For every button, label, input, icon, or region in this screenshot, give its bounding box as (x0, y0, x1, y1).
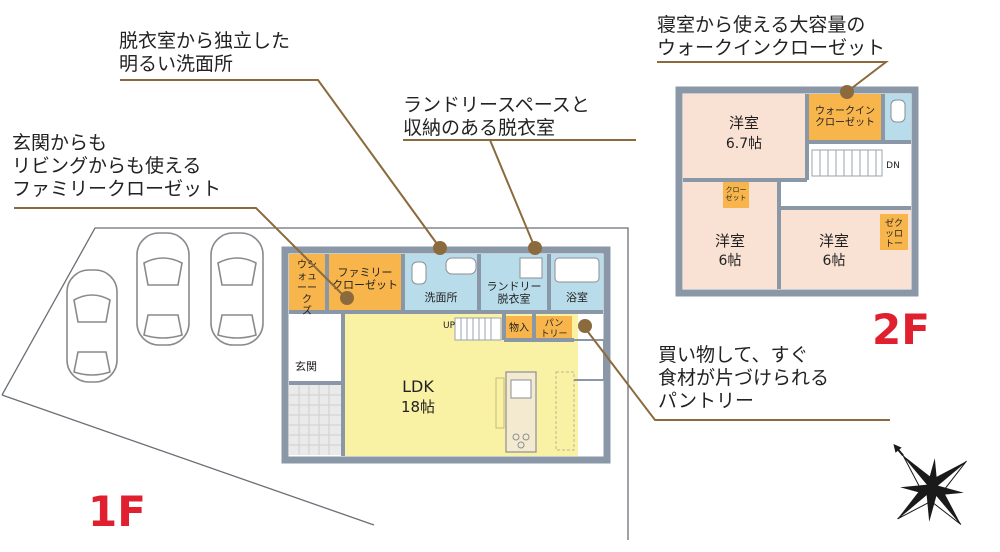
closet-side (880, 214, 908, 250)
room-a (683, 94, 805, 178)
label-room-c-size: 6帖 (823, 253, 846, 269)
label-room-a: 洋室 (729, 114, 759, 132)
marker-walkin (840, 85, 854, 99)
compass-rose-icon (893, 444, 967, 525)
label-bath: 浴室 (566, 290, 588, 304)
marker-washroom (433, 241, 447, 255)
parked-car-icon (136, 232, 190, 346)
label-family-closet: ファミリークローゼット (332, 266, 398, 292)
label-entrance: 玄関 (295, 359, 317, 373)
label-storage: 物入 (509, 321, 529, 334)
shoes-closet (289, 254, 325, 310)
label-pantry: パントリー (540, 318, 567, 339)
marker-laundry (528, 241, 542, 255)
storage (506, 316, 532, 338)
label-room-a-size: 6.7帖 (726, 136, 762, 152)
floor-label-1f: 1F (88, 487, 146, 536)
entrance-tiles (289, 385, 341, 455)
label-stair-up: UP (443, 321, 456, 331)
callout-pantry: 買い物して、すぐ 食材が片づけられる パントリー (658, 344, 830, 412)
marker-family-closet (340, 291, 354, 305)
marker-pantry (578, 319, 592, 333)
label-stair-dn: DN (886, 161, 900, 171)
label-ldk-size: 18帖 (401, 398, 435, 416)
walkin-closet (809, 94, 881, 140)
label-room-b-size: 6帖 (719, 253, 742, 269)
label-ldk: LDK (402, 377, 434, 396)
label-walkin-closet: ウォークインクローゼット (815, 105, 875, 129)
floor-plan-2f (675, 86, 919, 297)
parked-car-icon (66, 269, 118, 383)
label-room-b: 洋室 (715, 232, 745, 250)
leader-lines (14, 61, 890, 421)
site-boundary-south (1, 394, 375, 526)
floor-plan-1f (281, 246, 611, 464)
label-closet-side: ゼクッロトー (885, 217, 903, 250)
label-laundry: ランドリー脱衣室 (487, 280, 542, 306)
callout-walkin: 寝室から使える大容量の ウォークインクローゼット (657, 14, 886, 59)
parked-car-icon (210, 232, 264, 346)
floor-label-2f: 2F (872, 305, 930, 354)
label-washroom: 洗面所 (425, 291, 458, 304)
label-closet-small: クローゼット (726, 186, 747, 202)
label-room-c: 洋室 (819, 232, 849, 250)
closet-small (723, 182, 749, 208)
callout-family-closet: 玄関からも リビングからも使える ファミリークローゼット (12, 132, 222, 200)
label-shoes-closet: ウシォューークズ (297, 259, 317, 317)
callout-laundry: ランドリースペースと 収納のある脱衣室 (403, 94, 590, 139)
callout-washroom: 脱衣室から独立した 明るい洗面所 (119, 30, 291, 75)
pantry (536, 316, 572, 340)
